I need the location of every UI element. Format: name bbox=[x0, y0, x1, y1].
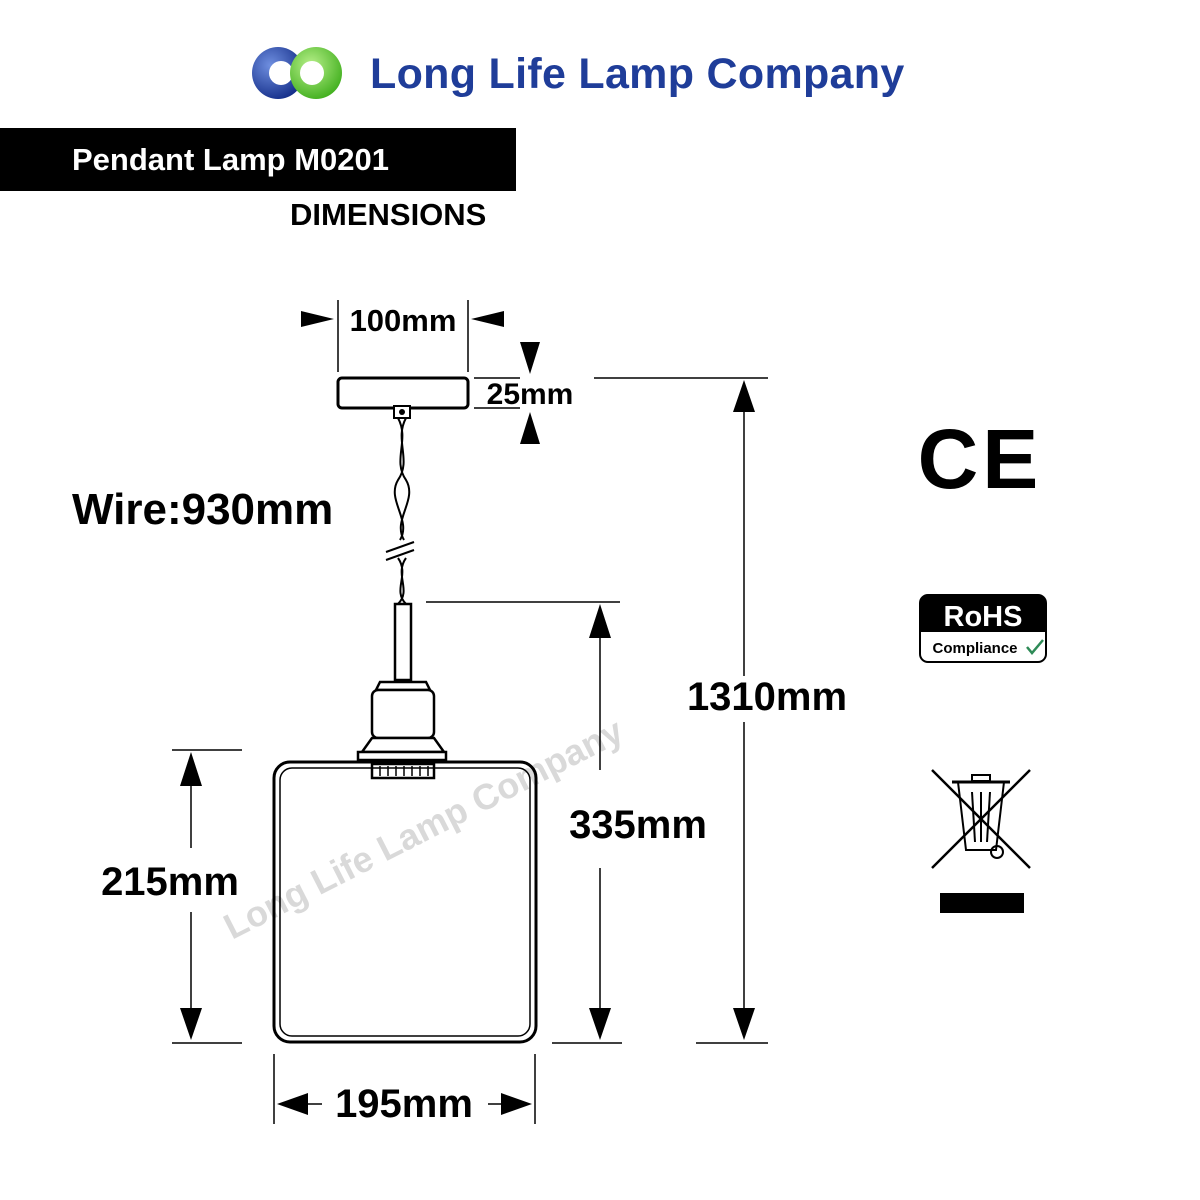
canopy-width-dimension bbox=[301, 300, 504, 372]
total-height-dimension bbox=[594, 377, 768, 1044]
shade-width-label: 195mm bbox=[335, 1082, 473, 1126]
section-heading: DIMENSIONS bbox=[290, 197, 487, 232]
product-title-bar: Pendant Lamp M0201 bbox=[0, 128, 516, 191]
wire-length-label: Wire:930mm bbox=[72, 485, 333, 534]
square-glass-shade bbox=[272, 760, 538, 1044]
ce-mark-text: CE bbox=[918, 412, 1043, 506]
rohs-title: RoHS bbox=[944, 601, 1023, 633]
shade-height-dimension bbox=[172, 749, 242, 1044]
rohs-compliance-badge: RoHS Compliance bbox=[919, 594, 1047, 663]
check-icon bbox=[1026, 639, 1044, 655]
lamp-socket bbox=[356, 602, 448, 780]
brand-header: Long Life Lamp Company bbox=[250, 42, 970, 104]
ceiling-canopy bbox=[336, 376, 470, 419]
canopy-width-label: 100mm bbox=[350, 303, 457, 338]
ce-mark-icon: CE bbox=[918, 412, 1043, 506]
twisted-wire bbox=[385, 417, 415, 605]
company-name: Long Life Lamp Company bbox=[370, 50, 905, 98]
fixture-height-dimension bbox=[426, 601, 622, 1044]
shade-height-label: 215mm bbox=[101, 860, 239, 904]
crossed-out-wheelie-bin-icon bbox=[931, 769, 1031, 913]
total-height-label: 1310mm bbox=[687, 675, 847, 719]
interlocking-rings-logo-icon bbox=[252, 47, 342, 99]
canopy-height-dimension bbox=[474, 342, 540, 444]
fixture-height-label: 335mm bbox=[569, 803, 707, 847]
rohs-subtitle: Compliance bbox=[932, 640, 1017, 657]
shade-width-dimension bbox=[273, 1054, 536, 1124]
canopy-height-label: 25mm bbox=[487, 378, 574, 411]
product-title: Pendant Lamp M0201 bbox=[72, 142, 389, 177]
